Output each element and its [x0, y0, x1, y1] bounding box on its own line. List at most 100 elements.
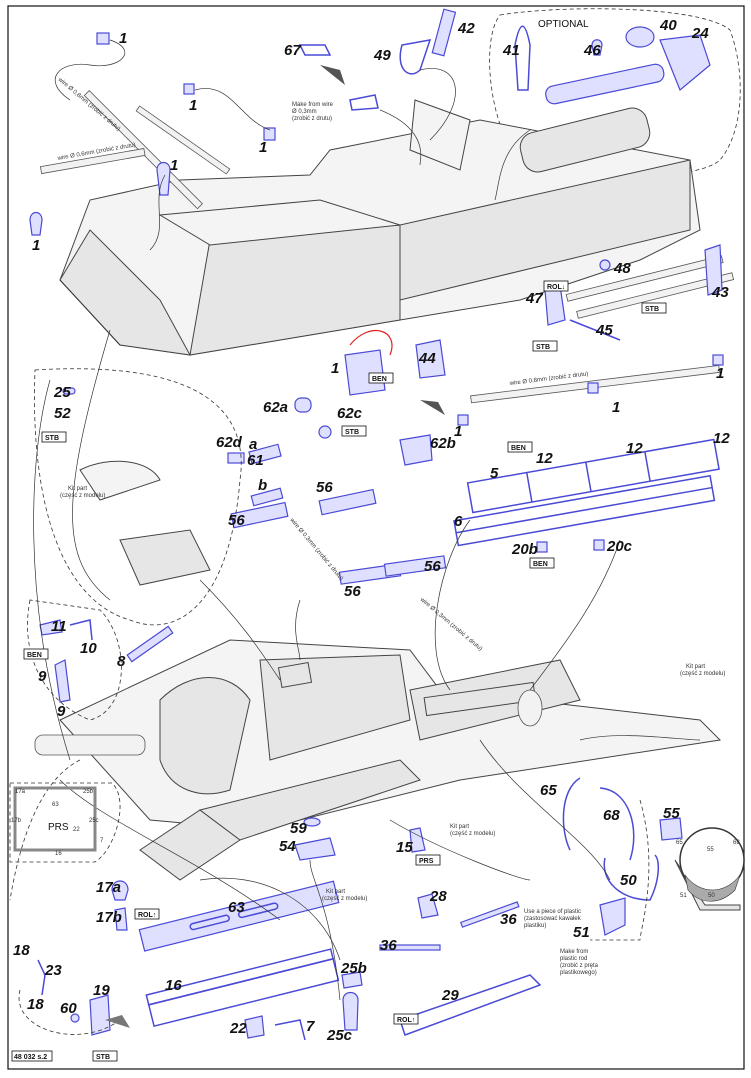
- plastic-note: (zastosować kawałek: [524, 916, 582, 922]
- part-number: 67: [284, 42, 301, 59]
- part-number: 56: [228, 512, 245, 529]
- part-numbers: 1 1 1 1 1 67 49 42 41 46 40 24 48 43 47 …: [13, 17, 730, 1044]
- part-number: 25b: [340, 960, 367, 977]
- optional-region: [489, 8, 741, 180]
- tag-rol: ROL↑: [393, 1013, 419, 1025]
- inset-label: 17a: [15, 789, 26, 795]
- part-number: 49: [373, 47, 391, 64]
- wire-note: wire Ø 0,3mm (zrobić z drutu): [288, 517, 344, 582]
- kit-part-note: Kit part: [326, 889, 345, 895]
- part-number: 56: [344, 583, 361, 600]
- tag-ben: BEN: [23, 648, 49, 660]
- part-number: 46: [583, 42, 601, 59]
- tag-ben: BEN: [368, 372, 394, 384]
- part-number: 22: [229, 1020, 247, 1037]
- sheet-frame: [7, 5, 745, 1070]
- lower-hull: [34, 639, 722, 881]
- svg-text:STB: STB: [536, 344, 550, 351]
- inset-label: 25b: [83, 789, 94, 795]
- inset-label: 51: [680, 893, 687, 899]
- part-number: 47: [525, 290, 543, 307]
- part-number: 20b: [511, 541, 538, 558]
- kit-part-hatch: [79, 460, 161, 501]
- part-number: 1: [612, 399, 620, 416]
- part-number: 1: [331, 360, 339, 377]
- part-number: 56: [316, 479, 333, 496]
- tag-rol: ROL↓: [543, 280, 569, 292]
- wire-note: Ø 0,3mm: [292, 109, 317, 115]
- part-number: 5: [490, 465, 499, 482]
- kit-part-note: Kit part: [686, 664, 705, 670]
- inset-label: 22: [73, 827, 80, 833]
- upper-hull: [59, 99, 701, 356]
- part-number: 62b: [430, 435, 456, 452]
- plastic-note: plastiku): [524, 923, 546, 929]
- rod-note: plastikowego): [560, 970, 597, 976]
- svg-text:BEN: BEN: [372, 376, 387, 383]
- tag-ben: BEN: [507, 441, 533, 453]
- part-number: 19: [93, 982, 110, 999]
- part-number: a: [249, 436, 257, 453]
- part-number: 12: [713, 430, 730, 447]
- svg-text:ROL↓: ROL↓: [547, 284, 565, 291]
- part-number: 20c: [606, 538, 633, 555]
- part-number: 55: [663, 805, 680, 822]
- part-number: 68: [603, 807, 620, 824]
- svg-text:PRS: PRS: [419, 858, 434, 865]
- wire-rod: [135, 105, 231, 175]
- part-number: 11: [51, 618, 67, 635]
- part-number: 59: [290, 820, 307, 837]
- part-number: 62a: [263, 399, 288, 416]
- inset-label: 55: [707, 847, 714, 853]
- part-number: 15: [396, 839, 413, 856]
- arrow-icon: [105, 1015, 130, 1028]
- inset-label: 63: [52, 802, 59, 808]
- part-number: 25: [53, 384, 71, 401]
- svg-text:STB: STB: [645, 306, 659, 313]
- kit-part-note: (część z modelu): [450, 831, 495, 837]
- part-number: 25c: [326, 1027, 353, 1044]
- part-number: 23: [44, 962, 62, 979]
- wire-note: wire Ø 0,3mm (zrobić z drutu): [418, 596, 483, 652]
- part-number: 29: [441, 987, 459, 1004]
- part-number: 51: [573, 924, 590, 941]
- part-number: 43: [711, 284, 729, 301]
- part-number: 62c: [337, 405, 363, 422]
- leader-lines: [9, 39, 701, 1035]
- optional-label: OPTIONAL: [538, 19, 589, 30]
- inset-label: 65: [676, 840, 683, 846]
- tag-ben: BEN: [529, 557, 555, 569]
- inset-label: 68: [733, 840, 740, 846]
- inset-label: 7: [100, 838, 104, 844]
- part-number: 16: [165, 977, 182, 994]
- rod-note: Make from: [560, 949, 588, 955]
- arrow-icon: [420, 400, 445, 415]
- kit-part-note: (część z modelu): [322, 896, 367, 902]
- part-number: 61: [247, 452, 264, 469]
- svg-text:ROL↑: ROL↑: [138, 912, 156, 919]
- kit-part-engine-deck: [119, 529, 211, 586]
- part-number: 52: [54, 405, 71, 422]
- tag-stb: STB: [532, 340, 558, 352]
- tag-stb: STB: [41, 431, 67, 443]
- svg-text:STB: STB: [345, 429, 359, 436]
- part-number: 48: [613, 260, 631, 277]
- tag-prs: PRS: [415, 854, 441, 866]
- part-number: b: [258, 477, 267, 494]
- plastic-note: Use a piece of plastic: [524, 909, 581, 915]
- part-number: 17b: [96, 909, 122, 926]
- kit-part-note: Kit part: [68, 486, 87, 492]
- svg-text:BEN: BEN: [27, 652, 42, 659]
- part-number: 50: [620, 872, 637, 889]
- part-number: 1: [454, 423, 462, 440]
- part-number: 40: [659, 17, 677, 34]
- part-number: 9: [57, 703, 66, 720]
- inset-label: 17b: [11, 818, 22, 824]
- tag-stb: STB: [92, 1050, 118, 1062]
- part-number: 18: [13, 942, 30, 959]
- part-number: 10: [80, 640, 97, 657]
- part-number: 6: [454, 513, 463, 530]
- svg-text:STB: STB: [45, 435, 59, 442]
- inset-label: 25c: [89, 818, 99, 824]
